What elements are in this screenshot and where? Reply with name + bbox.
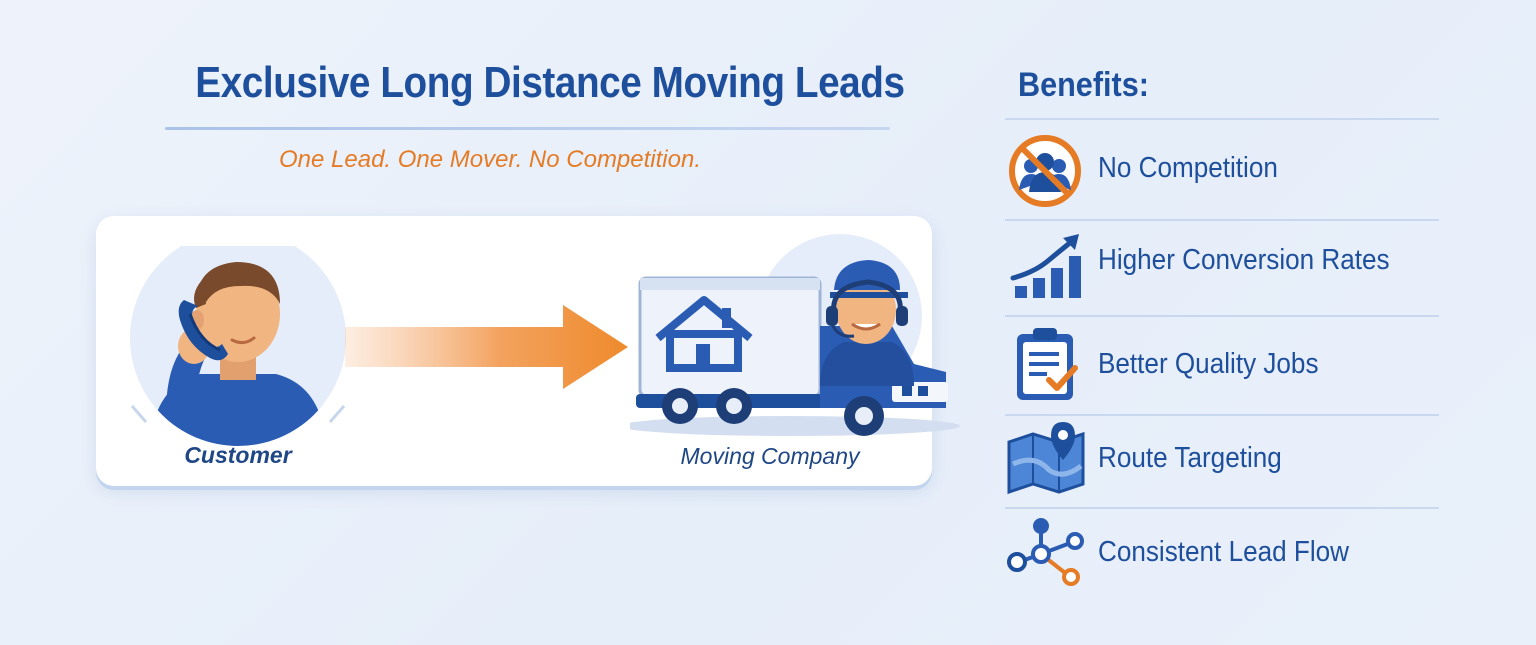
benefit-label: Route Targeting (1098, 442, 1282, 474)
moving-truck-icon (630, 234, 960, 436)
moving-company-label: Moving Company (680, 443, 860, 469)
customer-label: Customer (184, 442, 292, 468)
benefit-divider (1005, 118, 1439, 120)
map-pin-icon (1007, 422, 1085, 495)
benefit-divider (1005, 315, 1439, 317)
no-competition-icon (1009, 135, 1081, 207)
page-title: Exclusive Long Distance Moving Leads (195, 58, 905, 107)
clipboard-check-icon (1017, 328, 1078, 400)
benefit-label: No Competition (1098, 152, 1278, 184)
benefit-divider (1005, 219, 1439, 221)
network-flow-icon (1007, 518, 1084, 586)
title-divider (165, 127, 890, 130)
customer-on-phone-icon (130, 246, 346, 446)
benefit-divider (1005, 414, 1439, 416)
benefits-heading: Benefits: (1018, 66, 1149, 104)
benefit-label: Better Quality Jobs (1098, 348, 1319, 380)
growth-chart-icon (1010, 234, 1081, 298)
benefit-label: Higher Conversion Rates (1098, 244, 1390, 276)
lead-arrow-icon (345, 305, 628, 389)
tagline: One Lead. One Mover. No Competition. (279, 146, 701, 173)
benefit-label: Consistent Lead Flow (1098, 536, 1349, 568)
benefit-divider (1005, 507, 1439, 509)
